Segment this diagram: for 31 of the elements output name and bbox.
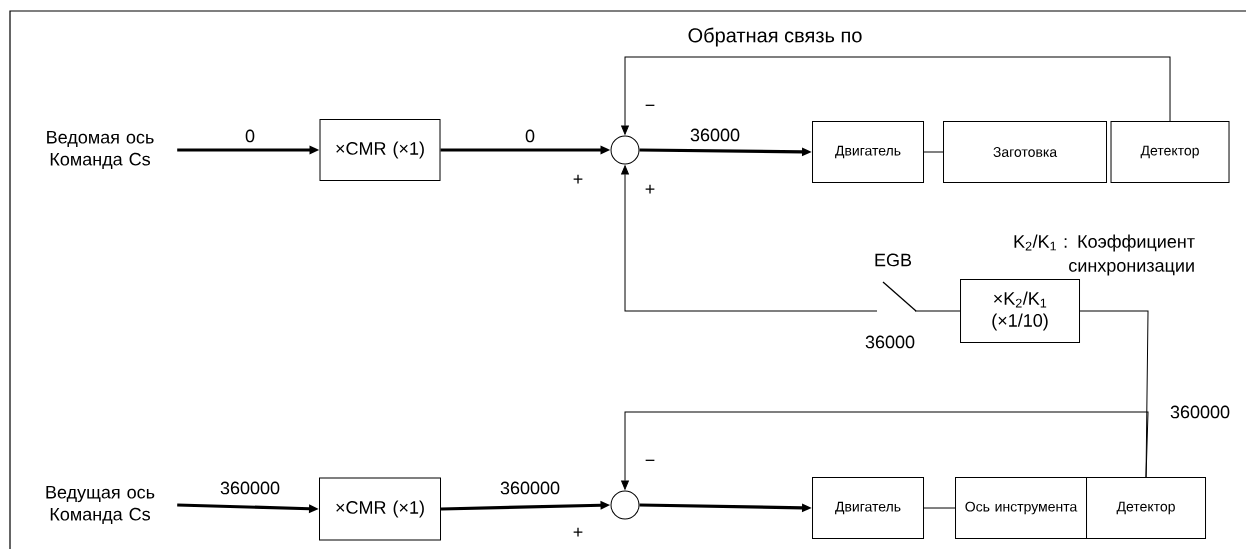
value-label: EGB — [875, 253, 912, 267]
sign-label: + — [645, 184, 655, 194]
edge-label: 360000 — [499, 480, 562, 496]
signal-arrow — [621, 411, 1149, 490]
input-label: Ведомая ось Команда Cs — [47, 131, 154, 169]
sign-label: − — [645, 104, 655, 106]
sign-label: − — [645, 459, 655, 461]
block-box: ×CMR (×1) — [319, 119, 441, 181]
input-label: Ведущая ось Команда Cs — [46, 486, 155, 524]
edge-label: 36000 — [689, 127, 742, 143]
block-box: ×CMR (×1) — [319, 477, 441, 541]
summing-junction — [610, 490, 640, 520]
edge-label: 0 — [524, 128, 536, 144]
value-label: 360000 — [1170, 405, 1230, 419]
edge-label: 0 — [244, 128, 256, 144]
block-box: Детектор — [1110, 121, 1230, 183]
edge-label: 360000 — [218, 480, 282, 496]
signal-arrow — [621, 165, 961, 312]
block-box: ×K$_{2}$/K$_{1}$ (×1/10) — [960, 279, 1080, 343]
signal-arrow — [621, 56, 1171, 135]
block-box: Заготовка — [943, 121, 1107, 183]
sign-label: + — [573, 174, 583, 184]
value-label: 36000 — [865, 335, 915, 349]
summing-junction — [610, 135, 640, 165]
edge-label: Обратная связь по — [686, 26, 864, 48]
block-box: Двигатель — [812, 121, 924, 183]
sign-label: + — [573, 527, 583, 537]
block-box: Двигатель — [812, 477, 924, 539]
note-text: K$_{2}$/K$_{1}$ : Коэффициент синхронизации — [1014, 234, 1195, 276]
block-box: Детектор — [1086, 477, 1206, 539]
block-box: Ось инструмента — [955, 477, 1087, 539]
